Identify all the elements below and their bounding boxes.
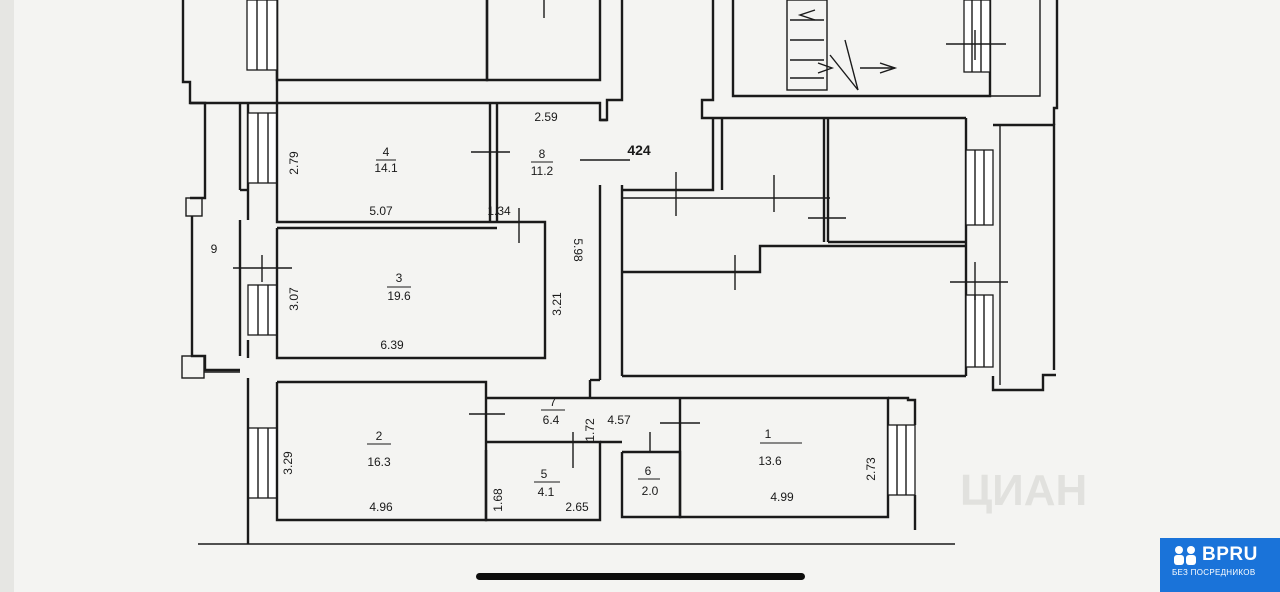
dim-4-96: 4.96 — [369, 500, 393, 514]
dim-424: 424 — [627, 142, 651, 158]
badge-subtitle: БЕЗ ПОСРЕДНИКОВ — [1172, 568, 1256, 577]
room-7-number: 7 — [550, 395, 557, 409]
watermark: ЦИАН — [960, 466, 1087, 515]
dim-1-72: 1.72 — [583, 418, 597, 442]
room-5-number: 5 — [541, 467, 548, 481]
room-9-balcony — [181, 101, 292, 379]
room-8-area: 11.2 — [531, 164, 554, 178]
room-3-area: 19.6 — [387, 289, 411, 303]
room-7-area: 6.4 — [543, 413, 560, 427]
dim-4-99: 4.99 — [770, 490, 794, 504]
room-3-number: 3 — [396, 271, 403, 285]
room-6-area: 2.0 — [642, 484, 659, 498]
room-9-number: 9 — [211, 242, 218, 256]
dim-6-39: 6.39 — [380, 338, 404, 352]
dim-2-79: 2.79 — [287, 151, 301, 175]
dim-5-98: 5.98 — [571, 238, 585, 262]
dim-3-07: 3.07 — [287, 287, 301, 311]
top-walls — [181, 0, 1059, 125]
people-icon — [1174, 546, 1196, 565]
room-8-number: 8 — [539, 147, 546, 161]
right-rooms — [622, 118, 1056, 530]
dim-2-73: 2.73 — [864, 457, 878, 481]
room-1-number: 1 — [765, 427, 772, 441]
room-labels: 4 14.1 8 11.2 3 19.6 9 2 16.3 7 6.4 5 4.… — [211, 145, 802, 499]
bpru-badge[interactable]: BPRU БЕЗ ПОСРЕДНИКОВ — [1160, 538, 1280, 592]
left-rooms — [246, 101, 547, 530]
room-6-number: 6 — [645, 464, 652, 478]
dim-5-07: 5.07 — [369, 204, 393, 218]
dim-2-59: 2.59 — [534, 110, 558, 124]
dim-2-65: 2.65 — [565, 500, 589, 514]
dim-1-34: 1.34 — [487, 204, 511, 218]
badge-title: BPRU — [1202, 544, 1258, 565]
dimension-labels: 2.59 424 2.79 5.07 1.34 5.98 3.07 3.21 6… — [281, 110, 878, 514]
dim-1-68: 1.68 — [491, 488, 505, 512]
room-5-area: 4.1 — [538, 485, 555, 499]
room-2-number: 2 — [376, 429, 383, 443]
room-4-area: 14.1 — [374, 161, 398, 175]
dim-3-29: 3.29 — [281, 451, 295, 475]
room-1-area: 13.6 — [758, 454, 782, 468]
dim-4-57: 4.57 — [607, 413, 631, 427]
room-4-number: 4 — [383, 145, 390, 159]
room-2-area: 16.3 — [367, 455, 391, 469]
home-indicator[interactable] — [476, 573, 805, 580]
dim-3-21: 3.21 — [550, 292, 564, 316]
